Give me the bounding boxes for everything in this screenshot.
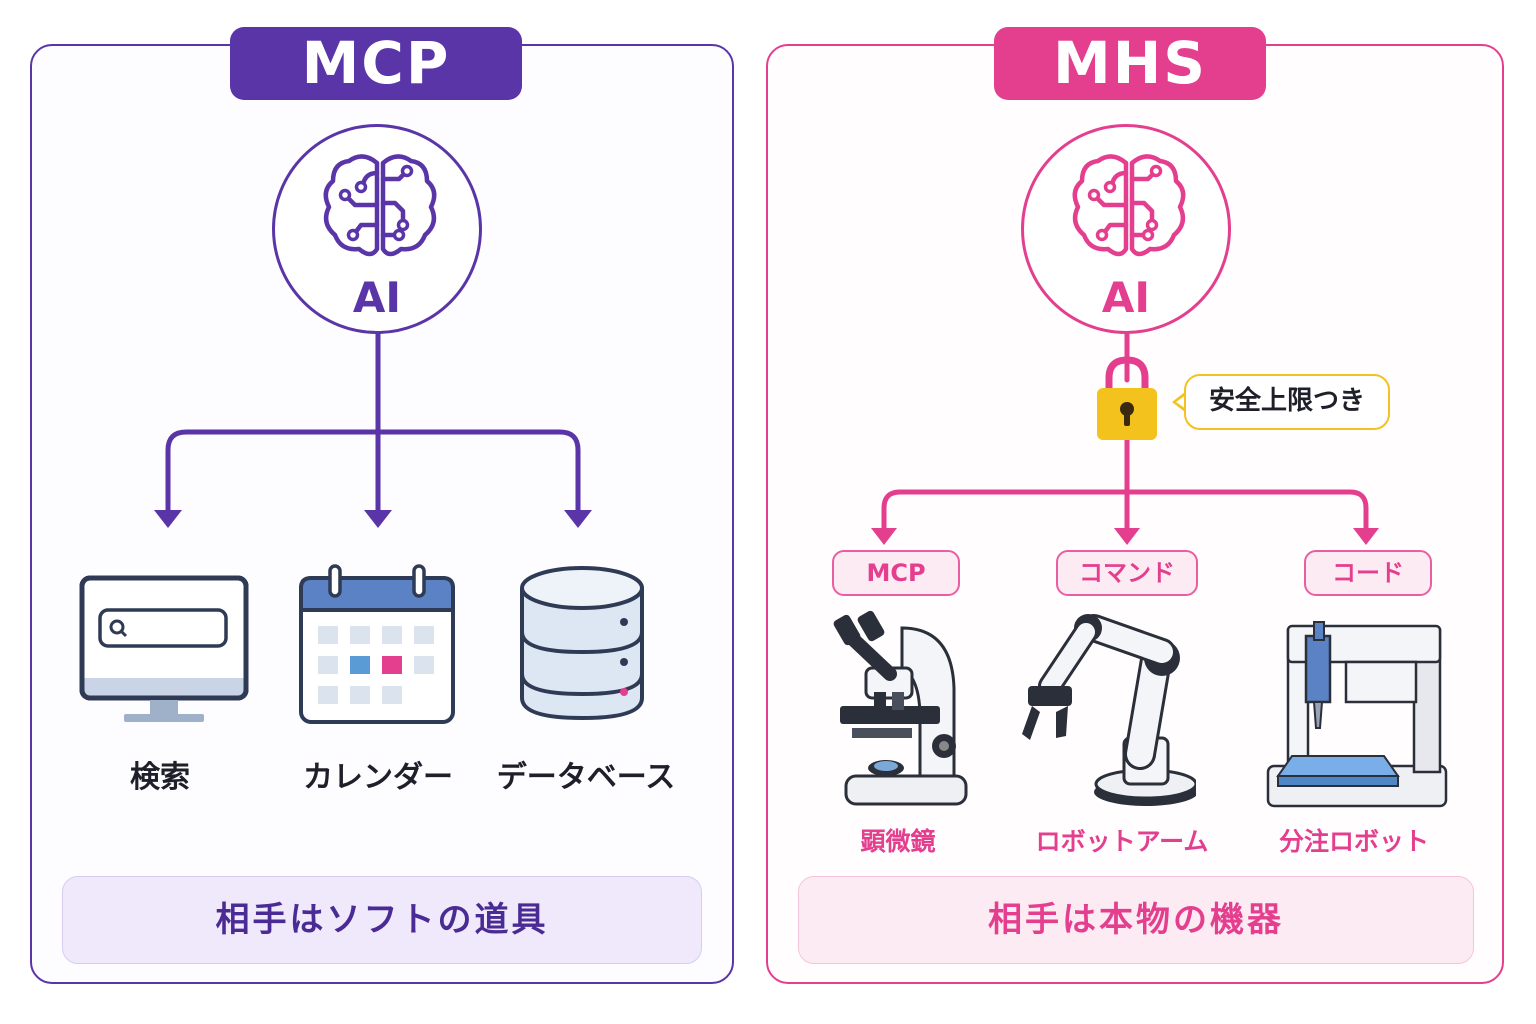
arrow-head-code: [1353, 528, 1379, 545]
ai-node-mcp: AI: [272, 124, 482, 334]
tool-label-search: 検索: [130, 760, 190, 795]
search-monitor-icon: [78, 574, 250, 730]
ai-label: AI: [1101, 273, 1151, 322]
database-icon: [516, 562, 648, 726]
ai-node-mhs: AI: [1021, 124, 1231, 334]
device-label-dispensing-robot: 分注ロボット: [1278, 827, 1429, 856]
lock-icon: [1097, 356, 1157, 440]
mhs-title: MHS: [994, 27, 1266, 100]
mcp-title: MCP: [230, 27, 522, 100]
arrow-head-search: [154, 510, 182, 528]
tool-label-calendar: カレンダー: [303, 760, 453, 795]
tag-command: コマンド: [1056, 550, 1198, 596]
summary-mhs: 相手は本物の機器: [798, 876, 1474, 964]
robot-arm-icon: [1006, 608, 1198, 814]
tag-code: コード: [1304, 550, 1432, 596]
device-label-robot-arm: ロボットアーム: [1035, 827, 1209, 856]
tool-label-database: データベース: [496, 760, 676, 795]
ai-label: AI: [352, 273, 402, 322]
calendar-icon: [298, 562, 456, 730]
brain-circuit-icon: [323, 154, 437, 257]
device-label-microscope: 顕微鏡: [860, 827, 936, 856]
arrow-head-database: [564, 510, 592, 528]
microscope-icon: [832, 608, 972, 814]
summary-mcp: 相手はソフトの道具: [62, 876, 702, 964]
arrow-head-command: [1114, 528, 1140, 545]
dispensing-robot-icon: [1264, 616, 1450, 814]
safety-limit-label: 安全上限つき: [1184, 374, 1390, 430]
tag-mcp: MCP: [832, 550, 960, 596]
arrow-head-mcp: [871, 528, 897, 545]
arrow-head-calendar: [364, 510, 392, 528]
brain-circuit-icon: [1072, 154, 1186, 257]
